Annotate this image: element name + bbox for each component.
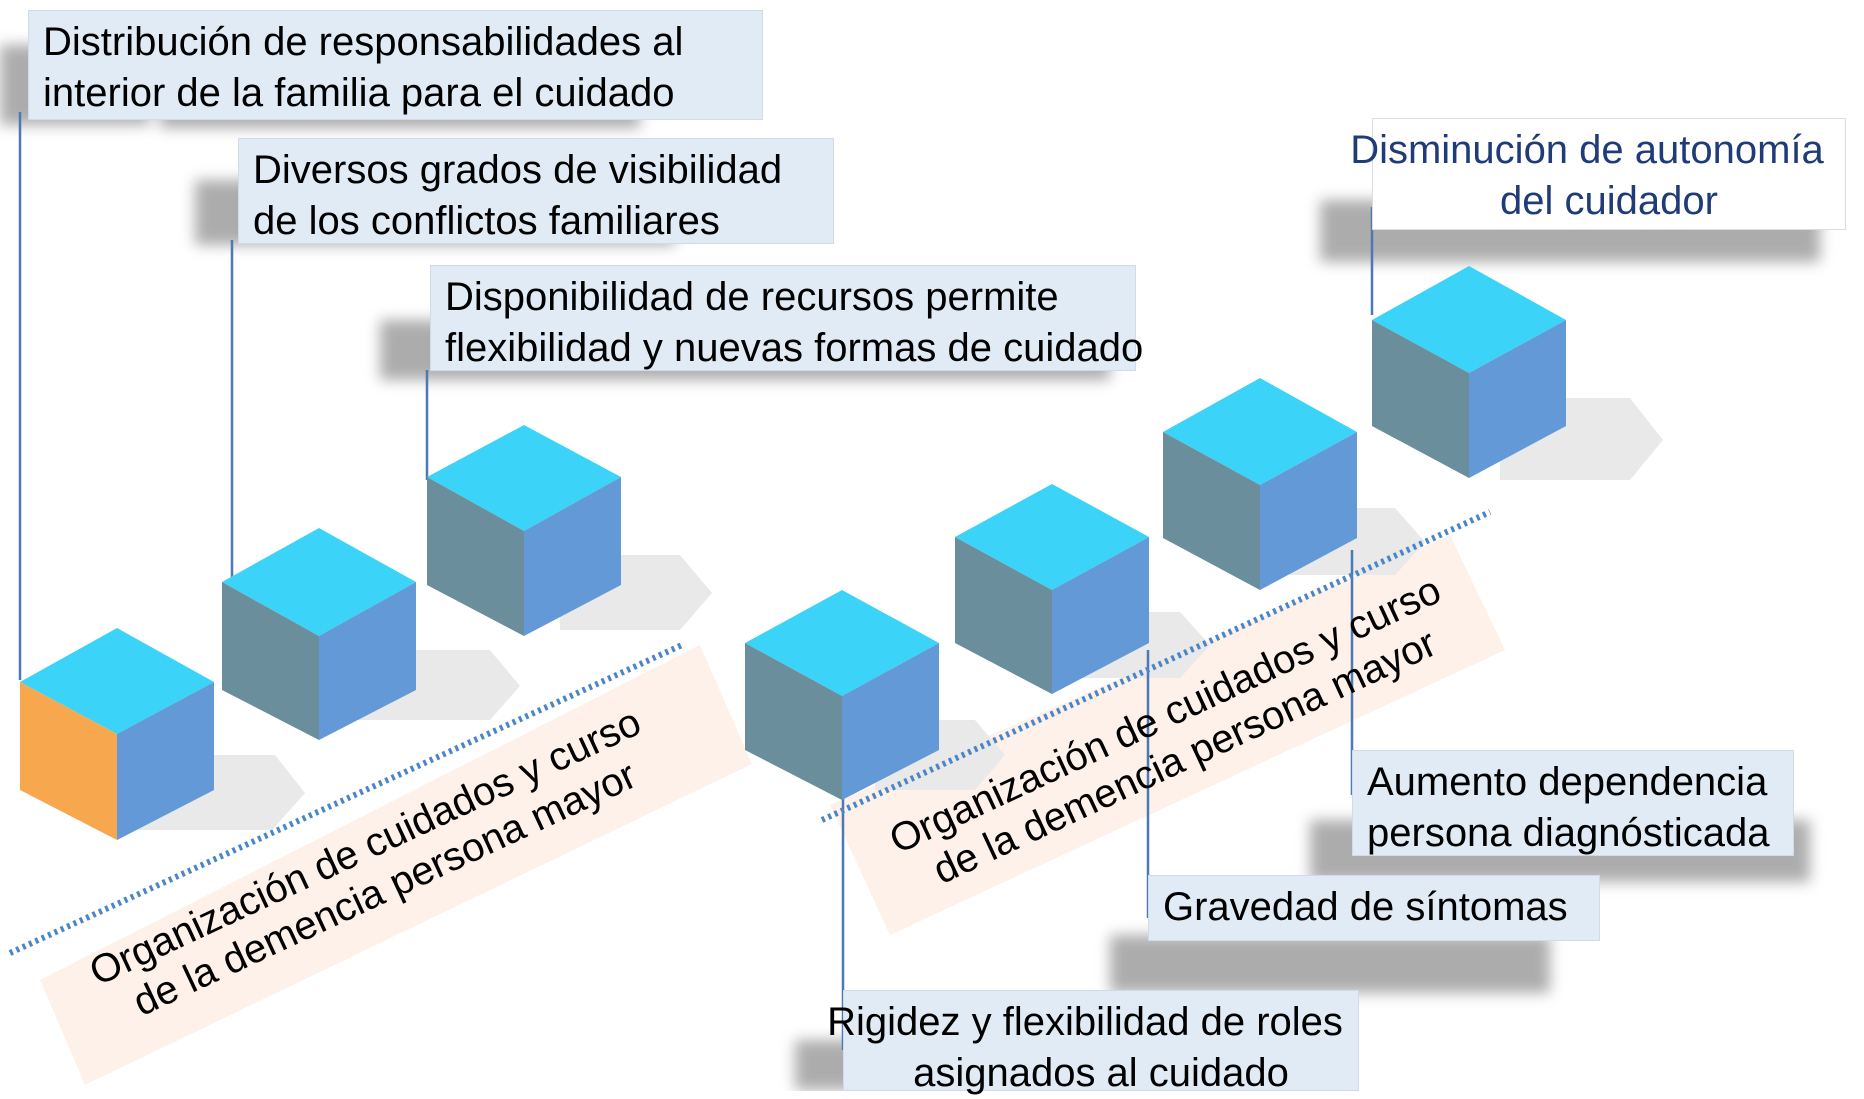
label-dependencia-line1: Aumento dependencia xyxy=(1367,760,1768,804)
cube-6 xyxy=(1163,378,1357,590)
cube-1-right xyxy=(117,682,214,840)
cube-6-top xyxy=(1163,378,1357,485)
label-sintomas-line1: Gravedad de síntomas xyxy=(1163,885,1568,929)
cube-1-left xyxy=(20,682,117,840)
cube-5-left xyxy=(955,537,1052,694)
label-roles-line1: Rigidez y flexibilidad de roles xyxy=(827,1000,1343,1044)
cube-5-right xyxy=(1052,537,1149,694)
band-right xyxy=(830,535,1505,935)
cube-7-top xyxy=(1372,266,1566,373)
label-recursos-line1: Disponibilidad de recursos permite xyxy=(445,275,1059,319)
label-autonomia-line1: Disminución de autonomía xyxy=(1350,128,1824,172)
cube-6-right xyxy=(1260,432,1357,590)
label-roles: Rigidez y flexibilidad de roles asignado… xyxy=(827,990,1359,1095)
cube-3-top xyxy=(427,425,621,531)
cube-4 xyxy=(745,590,939,800)
label-sintomas: Gravedad de síntomas xyxy=(1148,875,1600,941)
dotted-line-left xyxy=(8,642,684,956)
cube-2-right xyxy=(319,582,416,740)
label-dependencia: Aumento dependencia persona diagnósticad… xyxy=(1352,750,1794,856)
label-visibilidad-line1: Diversos grados de visibilidad xyxy=(253,148,783,192)
cube-7-right xyxy=(1469,320,1566,478)
label-autonomia-line2: del cuidador xyxy=(1500,179,1718,223)
label-recursos-line2: flexibilidad y nuevas formas de cuidado xyxy=(445,326,1144,370)
band-left xyxy=(40,645,752,1085)
cube-2 xyxy=(222,528,416,740)
label-visibilidad: Diversos grados de visibilidad de los co… xyxy=(238,138,834,244)
cube-5 xyxy=(955,484,1149,694)
label-roles-line2: asignados al cuidado xyxy=(913,1051,1289,1095)
label-autonomia: Disminución de autonomía del cuidador xyxy=(1350,118,1846,230)
diagonal-bands xyxy=(40,535,1505,1085)
label-distribucion-line1: Distribución de responsabilidades al xyxy=(43,20,684,64)
label-visibilidad-line2: de los conflictos familiares xyxy=(253,199,720,243)
label-dependencia-line2: persona diagnósticada xyxy=(1367,811,1770,855)
cube-3-left xyxy=(427,477,524,636)
cube-1-top xyxy=(20,628,214,734)
label-distribucion-line2: interior de la familia para el cuidado xyxy=(43,71,675,115)
cube-3 xyxy=(427,425,621,636)
cube-4-left xyxy=(745,643,842,800)
cube-7 xyxy=(1372,266,1566,478)
dotted-lines xyxy=(8,509,1492,956)
cube-1 xyxy=(20,628,214,840)
cube-3-right xyxy=(524,477,621,636)
cube-2-left xyxy=(222,582,319,740)
cube-4-right xyxy=(842,643,939,800)
label-distribucion: Distribución de responsabilidades al int… xyxy=(28,10,763,120)
cube-7-left xyxy=(1372,320,1469,478)
cube-6-left xyxy=(1163,432,1260,590)
label-recursos: Disponibilidad de recursos permite flexi… xyxy=(430,265,1144,371)
